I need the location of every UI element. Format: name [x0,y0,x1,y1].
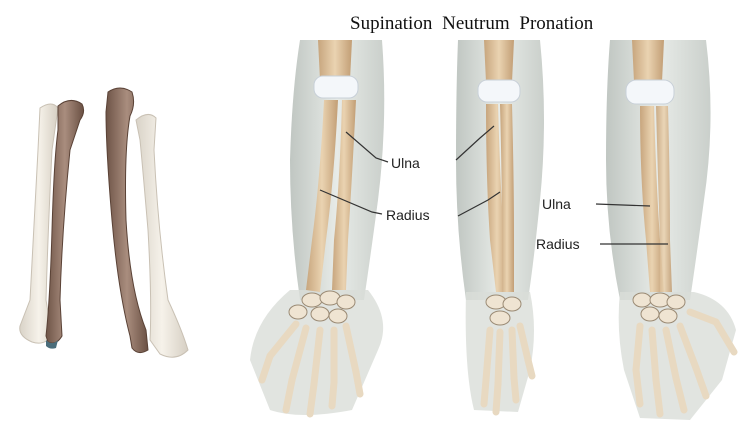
isolated-light-bone-2 [136,114,188,357]
pronation-elbow-cartilage [626,80,674,104]
supination-ulna-label: Ulna [391,155,420,171]
supination-radius-label: Radius [386,207,430,223]
neutral-humerus [484,40,514,82]
arm-neutral [456,40,544,412]
supination-elbow-cartilage [314,76,358,98]
isolated-bones-pair-1 [20,100,84,348]
pronation-ulna-label: Ulna [542,196,571,212]
pronation-humerus [632,40,664,82]
supination-humerus [318,40,352,80]
pronation-radius-label: Radius [536,236,580,252]
isolated-bones-pair-2 [106,88,188,357]
arm-pronation [606,40,736,420]
neutral-radius-bone [500,104,514,292]
neutral-elbow-cartilage [478,80,520,102]
arm-supination [250,40,384,415]
